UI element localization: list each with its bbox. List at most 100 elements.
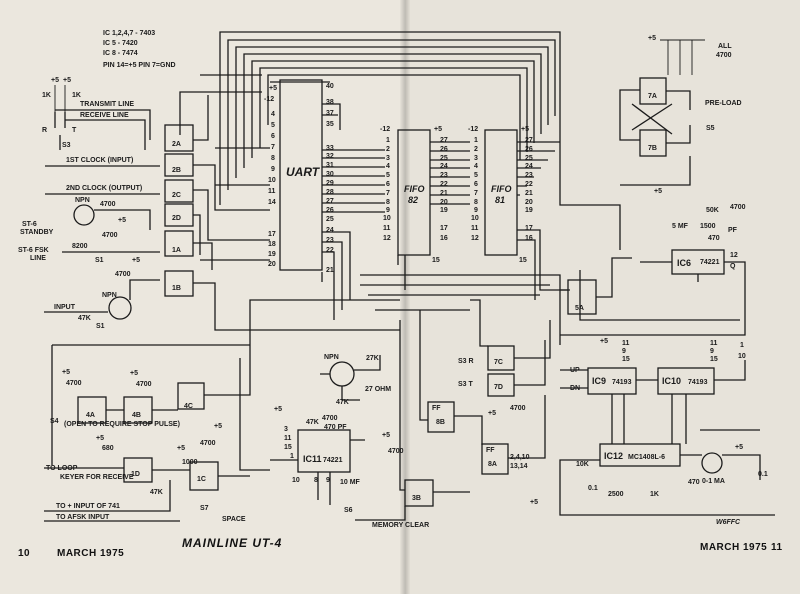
svg-text:3: 3 — [386, 155, 390, 162]
gate-4b: 4B — [132, 412, 141, 419]
svg-text:8: 8 — [271, 155, 275, 162]
svg-text:11: 11 — [383, 225, 391, 232]
svg-text:21: 21 — [326, 267, 334, 274]
npn-transistor-2 — [108, 296, 132, 320]
svg-text:470: 470 — [688, 479, 700, 486]
svg-text:74193: 74193 — [612, 379, 632, 386]
svg-text:FF: FF — [432, 405, 441, 412]
svg-text:74193: 74193 — [688, 379, 708, 386]
gate-1a: 1A — [172, 247, 181, 254]
svg-text:0.1: 0.1 — [588, 485, 598, 492]
svg-text:10: 10 — [268, 177, 276, 184]
svg-text:+5: +5 — [118, 217, 126, 224]
svg-text:10K: 10K — [576, 461, 589, 468]
page-fold — [400, 0, 410, 594]
svg-text:24: 24 — [326, 227, 334, 234]
meter-label: 0-1 MA — [702, 478, 725, 485]
svg-text:14: 14 — [268, 199, 276, 206]
svg-text:15: 15 — [432, 257, 440, 264]
svg-text:1K: 1K — [72, 92, 81, 99]
svg-text:13,14: 13,14 — [510, 463, 528, 470]
gate-2c: 2C — [172, 192, 181, 199]
svg-text:5: 5 — [271, 122, 275, 129]
svg-text:+5: +5 — [274, 406, 282, 413]
svg-text:R: R — [42, 127, 47, 134]
svg-text:+5: +5 — [530, 499, 538, 506]
svg-text:+5: +5 — [521, 126, 529, 133]
npn-transistor-3 — [329, 361, 355, 387]
svg-text:9: 9 — [474, 207, 478, 214]
svg-text:26: 26 — [326, 207, 334, 214]
svg-text:12: 12 — [730, 252, 738, 259]
svg-text:16: 16 — [525, 235, 533, 242]
svg-text:11: 11 — [268, 188, 276, 195]
svg-text:10: 10 — [292, 477, 300, 484]
svg-text:11: 11 — [622, 340, 630, 347]
st6-fsk-label: ST-6 FSK — [18, 247, 49, 254]
svg-text:27: 27 — [525, 137, 533, 144]
all-4700-label: 4700 — [716, 52, 732, 59]
uart-label: UART — [286, 165, 321, 179]
svg-text:2: 2 — [386, 146, 390, 153]
svg-text:S6: S6 — [344, 507, 353, 514]
svg-text:20: 20 — [440, 199, 448, 206]
svg-text:6: 6 — [271, 133, 275, 140]
svg-text:NPN: NPN — [75, 197, 90, 204]
st6-standby-label: STANDBY — [20, 229, 54, 236]
memory-clear-label: MEMORY CLEAR — [372, 522, 429, 529]
right-page-number: 11 — [771, 542, 783, 553]
svg-text:10 MF: 10 MF — [340, 479, 361, 486]
svg-text:FF: FF — [486, 447, 495, 454]
svg-text:81: 81 — [495, 195, 505, 205]
svg-text:1: 1 — [386, 137, 390, 144]
svg-text:47K: 47K — [306, 419, 319, 426]
credit-label: W6FFC — [716, 519, 741, 526]
svg-text:680: 680 — [102, 445, 114, 452]
ic11-chip: IC11 74221 +5 3 11 15 1 47K 4700 470 PF … — [270, 399, 365, 505]
svg-text:7: 7 — [386, 190, 390, 197]
transmit-line-label: TRANSMIT LINE — [80, 101, 134, 108]
svg-text:10: 10 — [738, 353, 746, 360]
svg-text:S7: S7 — [200, 505, 209, 512]
svg-text:15: 15 — [622, 356, 630, 363]
gates-ff: FF 8B FF 8A 2,4,10 13,14 3B 7C 7D S3 R S… — [344, 299, 551, 529]
svg-text:19: 19 — [268, 251, 276, 258]
svg-text:23: 23 — [326, 237, 334, 244]
svg-text:5: 5 — [474, 172, 478, 179]
svg-text:1500: 1500 — [700, 223, 716, 230]
svg-text:47K: 47K — [336, 399, 349, 406]
svg-text:+5: +5 — [654, 188, 662, 195]
svg-text:26: 26 — [525, 146, 533, 153]
svg-text:11: 11 — [471, 225, 479, 232]
svg-text:27K: 27K — [366, 355, 379, 362]
ic12-dac: IC12 MC1408L-6 0-1 MA 0.1 10K 0.1 2500 1… — [559, 429, 775, 526]
svg-text:-12: -12 — [264, 96, 274, 103]
svg-text:15: 15 — [710, 356, 718, 363]
uart-left-pins: +5 -12 4 5 6 7 8 9 10 11 14 17 18 19 20 — [264, 85, 277, 268]
svg-text:22: 22 — [440, 181, 448, 188]
gate-2d: 2D — [172, 215, 181, 222]
svg-text:+5: +5 — [269, 85, 277, 92]
fifo82-label: FIFO — [404, 184, 425, 194]
svg-text:20: 20 — [525, 199, 533, 206]
gates-4-1: +5 4700 4A 4B +5 4700 4C S4 (OPEN TO REQ… — [44, 299, 400, 523]
svg-text:+5: +5 — [177, 445, 185, 452]
svg-text:S3 R: S3 R — [458, 358, 474, 365]
svg-text:40: 40 — [326, 83, 334, 90]
svg-text:23: 23 — [440, 172, 448, 179]
preload-section: +5 ALL 4700 7A 7B PRE-LOAD S5 — [619, 35, 742, 186]
svg-text:4700: 4700 — [100, 201, 116, 208]
svg-text:IC11: IC11 — [303, 454, 322, 464]
svg-text:18: 18 — [268, 241, 276, 248]
svg-text:30: 30 — [326, 171, 334, 178]
svg-text:82: 82 — [408, 195, 418, 205]
gate-2a: 2A — [172, 141, 181, 148]
left-page-sheet — [0, 0, 405, 594]
svg-text:9: 9 — [386, 207, 390, 214]
gate-7b: 7B — [648, 145, 657, 152]
svg-text:50K: 50K — [706, 207, 719, 214]
svg-text:17: 17 — [440, 225, 448, 232]
svg-text:4700: 4700 — [115, 271, 131, 278]
ic6-chip: IC6 74221 +5 50K 4700 1500 5 MF 470 PF 1… — [560, 188, 746, 336]
svg-text:22: 22 — [326, 247, 334, 254]
